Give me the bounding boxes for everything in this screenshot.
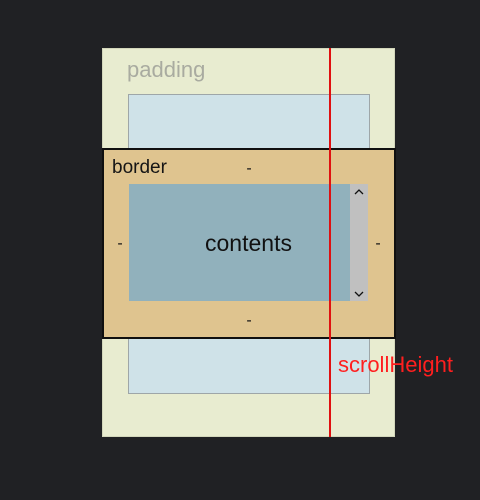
right-dash-label: - bbox=[375, 235, 381, 252]
border-label: border bbox=[112, 157, 167, 178]
padding-label: padding bbox=[127, 57, 206, 82]
scroll-height-label: scrollHeight bbox=[338, 352, 453, 377]
scroll-height-marker-line bbox=[329, 48, 331, 437]
bottom-dash-label: - bbox=[246, 312, 252, 329]
contents-viewport bbox=[129, 184, 350, 301]
left-dash-label: - bbox=[117, 235, 123, 252]
top-dash-label: - bbox=[246, 160, 252, 177]
vertical-scrollbar[interactable] bbox=[350, 184, 368, 301]
contents-label: contents bbox=[205, 230, 292, 256]
chevron-down-icon[interactable] bbox=[350, 287, 368, 301]
chevron-up-icon[interactable] bbox=[350, 185, 368, 199]
